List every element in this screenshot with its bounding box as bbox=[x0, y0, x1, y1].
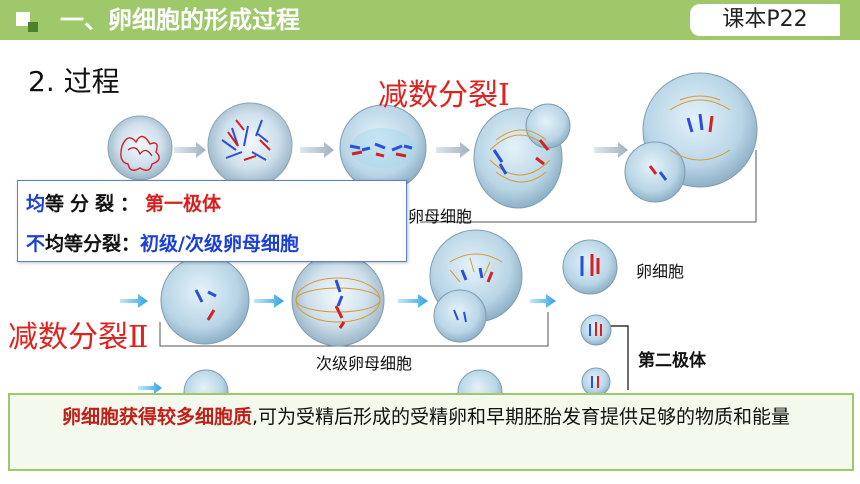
egg-cell-label: 卵细胞 bbox=[636, 262, 685, 281]
page-reference: 课本P22 bbox=[690, 4, 840, 36]
arrow-row3-1 bbox=[138, 382, 162, 394]
second-polar-body-cell bbox=[580, 314, 612, 346]
egg-cell bbox=[562, 239, 618, 295]
polar-body-bracket bbox=[610, 325, 629, 390]
step-label: 2. 过程 bbox=[28, 65, 120, 98]
anaphase2-cell bbox=[429, 229, 523, 343]
arrow-row1-4 bbox=[594, 142, 628, 158]
telophase1-cell bbox=[624, 72, 758, 203]
legend-unequal-text: 均等分裂： bbox=[45, 233, 141, 255]
arrow-row2-2 bbox=[254, 294, 284, 308]
metaphase1-cell bbox=[339, 104, 427, 192]
secondary-oocyte-label: 次级卵母细胞 bbox=[316, 354, 413, 373]
legend-equal-text: 等分裂： bbox=[45, 193, 146, 215]
prophase-cell bbox=[207, 102, 293, 188]
secondary-oocyte-cell bbox=[160, 255, 250, 345]
legend-unequal-value: 初级/次级卵母细胞 bbox=[140, 233, 299, 255]
legend-equal-char: 均 bbox=[26, 193, 46, 215]
summary-note: 卵细胞获得较多细胞质,可为受精后形成的受精卵和早期胚胎发育提供足够的物质和能量 bbox=[8, 393, 854, 471]
summary-highlight: 卵细胞获得较多细胞质 bbox=[62, 406, 253, 428]
arrow-row2-1 bbox=[120, 294, 148, 308]
connector-line-1 bbox=[420, 150, 757, 223]
primary-oocyte-cell bbox=[107, 115, 173, 181]
arrow-row1-3 bbox=[436, 142, 470, 158]
arrow-row1-1 bbox=[174, 142, 206, 158]
header-square-accent-icon bbox=[28, 22, 38, 32]
metaphase2-cell bbox=[291, 253, 385, 347]
arrow-row2-3 bbox=[398, 294, 428, 308]
primary-oocyte-label: 卵母细胞 bbox=[408, 207, 473, 226]
page-title: 一、卵细胞的形成过程 bbox=[60, 6, 300, 34]
connector-line-2 bbox=[159, 312, 549, 347]
legend-row-unequal: 不均等分裂：初级/次级卵母细胞 bbox=[26, 229, 299, 256]
polar-body-cell-lower bbox=[581, 367, 611, 397]
legend-equal-value: 第一极体 bbox=[145, 193, 222, 215]
anaphase1-cell bbox=[473, 103, 571, 209]
legend-row-equal: 均等分裂：第一极体 bbox=[26, 189, 221, 216]
division-legend: 均等分裂：第一极体 不均等分裂：初级/次级卵母细胞 bbox=[17, 180, 407, 262]
arrow-row1-2 bbox=[300, 142, 334, 158]
meiosis1-title: 减数分裂Ⅰ bbox=[378, 78, 510, 113]
header-square-icon bbox=[16, 12, 30, 26]
legend-unequal-char: 不 bbox=[26, 233, 46, 255]
arrow-row2-4 bbox=[530, 294, 556, 308]
summary-note-text: 卵细胞获得较多细胞质,可为受精后形成的受精卵和早期胚胎发育提供足够的物质和能量 bbox=[24, 401, 840, 433]
summary-rest: ,可为受精后形成的受精卵和早期胚胎发育提供足够的物质和能量 bbox=[252, 406, 791, 428]
second-polar-body-label: 第二极体 bbox=[638, 351, 706, 371]
meiosis2-title: 减数分裂Ⅱ bbox=[8, 320, 149, 355]
header-bar: 一、卵细胞的形成过程 课本P22 bbox=[0, 0, 860, 40]
